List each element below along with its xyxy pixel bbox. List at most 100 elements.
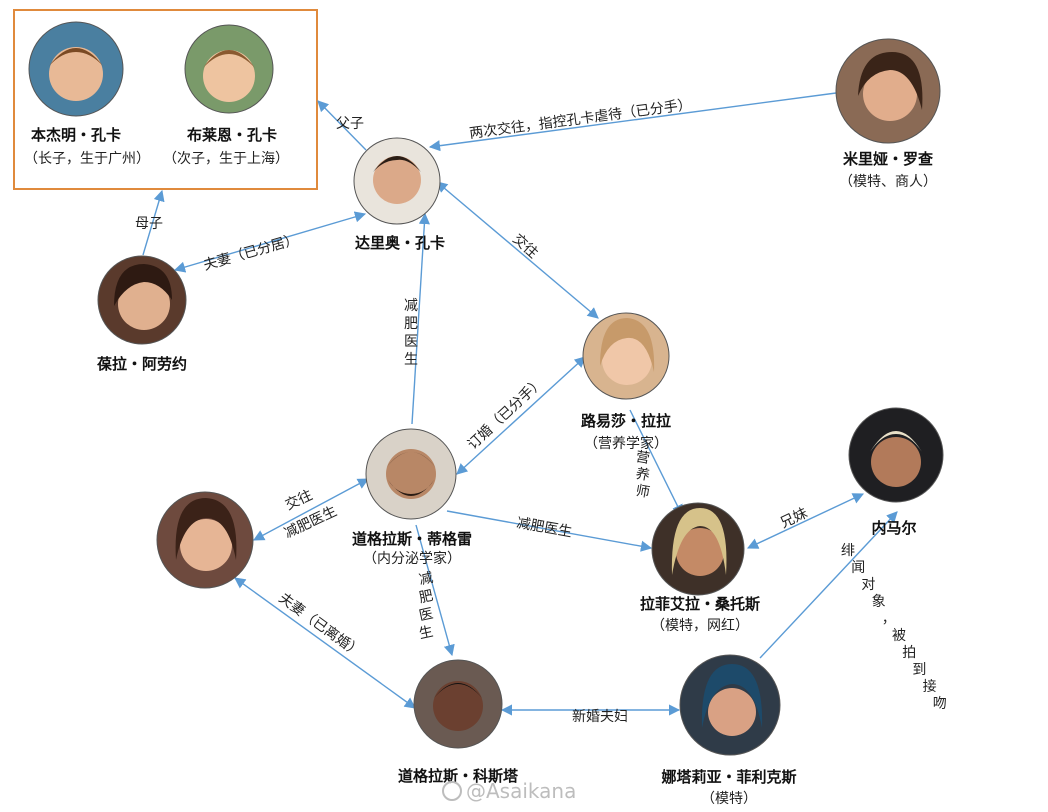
label-couple-divorced: 夫妻（已离婚） [276,589,365,660]
person-neymar: 内马尔 [848,407,944,537]
relation-label-char: 闻 [851,560,865,576]
edge-douglast-luisa [456,356,586,475]
label-engaged: 订婚（已分手） [465,374,548,453]
label-mother-son: 母子 [135,216,163,232]
person-note: （长子，生于广州） [24,151,150,167]
relation-label-char: 医 [418,606,435,625]
person-note: （营养学家） [584,435,668,452]
relation-label-char: 减 [418,570,435,589]
relation-label-char: 减 [404,298,418,314]
children-group-box [13,9,318,190]
edge-womanleft-douglasc [234,577,416,709]
relation-label-char: 营 [634,449,651,467]
label-weight-loss-doctor-3: 减肥医生 [418,570,435,643]
person-name: 拉菲艾拉・桑托斯 [640,595,760,613]
relation-label-char: 养 [634,466,651,484]
relation-label-char: 接 [923,678,937,695]
person-natalia: 娜塔莉亚・菲利克斯 （模特） [661,654,797,807]
label-couple-separated: 夫妻（已分居） [202,231,301,273]
label-nutritionist: 营养师 [634,449,651,501]
person-name: 布莱恩・孔卡 [187,126,277,144]
relation-label-char: 绯 [841,543,855,559]
person-note: （模特） [701,791,757,807]
edge-douglast-rafaella [446,510,653,552]
person-name: 米里娅・罗查 [843,150,934,168]
relation-label-char: 对 [861,577,875,593]
avatar-face [373,156,421,204]
label-father-son: 父子 [336,116,364,132]
avatar-hair [434,683,482,698]
edge-rafaella-neymar [746,493,865,549]
avatar-hair [373,156,421,172]
relation-label-char: 到 [912,662,926,678]
label-miriam-dario: 两次交往，指控孔卡虐待（已分手） [468,96,692,142]
avatar-hair [114,264,172,306]
relation-label-char: 肥 [418,588,435,607]
avatar-hair [203,50,255,68]
edge-natalia-neymar [759,511,898,659]
avatar-face [118,278,170,330]
avatar-face [180,519,232,571]
edge-luisa-rafaella [629,409,683,517]
person-benjamin: 本杰明・孔卡 （长子，生于广州） [24,21,150,167]
avatar-hair [175,498,237,560]
person-note: （模特，网红） [651,618,749,634]
avatar-hair [600,318,655,372]
person-douglas-tigre: 道格拉斯・蒂格雷 （内分泌学家） [352,428,472,567]
person-name: 娜塔莉亚・菲利克斯 [661,768,796,786]
label-dated: 交往 [509,230,541,261]
label-newlyweds: 新婚夫妇 [572,708,628,725]
person-unnamed-woman [156,491,254,589]
avatar-face [203,50,255,102]
avatar-hair [49,48,103,66]
relation-label-char: 医 [404,334,418,350]
person-name: 道格拉斯・蒂格雷 [352,530,472,548]
avatar-face [863,67,917,121]
relation-labels: 父子 两次交往，指控孔卡虐待（已分手） 母子 夫妻（已分居） 交往 订婚（已分手… [135,96,947,725]
avatar-face [386,449,436,499]
label-weight-loss-doctor-2: 减肥医生 [515,515,573,540]
weibo-logo-icon [442,781,462,801]
watermark-text: @Asaikana [466,779,576,803]
person-name: 达里奥・孔卡 [355,234,445,252]
person-name: 内马尔 [871,519,916,537]
avatar-hair [858,52,923,110]
person-note: （次子，生于上海） [163,151,289,167]
avatar-face [433,681,483,731]
relation-label-char: 象 [872,594,886,610]
relation-label-char: 生 [418,624,435,643]
avatar-hair [870,431,922,452]
person-flavia: 葆拉・阿劳约 [96,255,187,373]
person-brian: 布莱恩・孔卡 （次子，生于上海） [163,24,289,167]
person-dario: 达里奥・孔卡 [353,137,445,252]
avatar-beard [388,480,434,496]
edges [142,92,898,716]
edge-flavia-children [142,189,165,256]
avatar-hair [701,664,763,728]
avatar-face [602,335,652,385]
person-name: 路易莎・拉拉 [581,412,671,430]
avatar-face [708,688,756,736]
relation-label-char: 肥 [404,316,418,332]
relation-label-char: ， [882,611,896,627]
label-weight-loss-doctor-v: 减肥医生 [404,298,418,368]
edge-dario-flavia [173,211,367,273]
relation-label-char: 吻 [933,696,947,712]
avatar-hair [671,508,727,575]
label-siblings: 兄妹 [778,505,810,531]
relation-label-char: 师 [634,483,651,501]
relation-label-char: 生 [404,352,418,368]
edge-douglast-dario [411,212,430,425]
edge-miriam-dario [428,92,837,152]
avatar-hair [386,452,436,468]
person-luisa: 路易莎・拉拉 （营养学家） [581,312,671,452]
avatar-face [49,47,103,101]
person-miriam: 米里娅・罗查 （模特、商人） [835,38,941,190]
person-name: 本杰明・孔卡 [31,126,121,144]
edge-dario-luisa [436,181,599,319]
person-douglas-costa: 道格拉斯・科斯塔 [398,659,519,785]
edge-douglast-douglasc [415,524,455,657]
edge-dario-children [317,100,367,151]
